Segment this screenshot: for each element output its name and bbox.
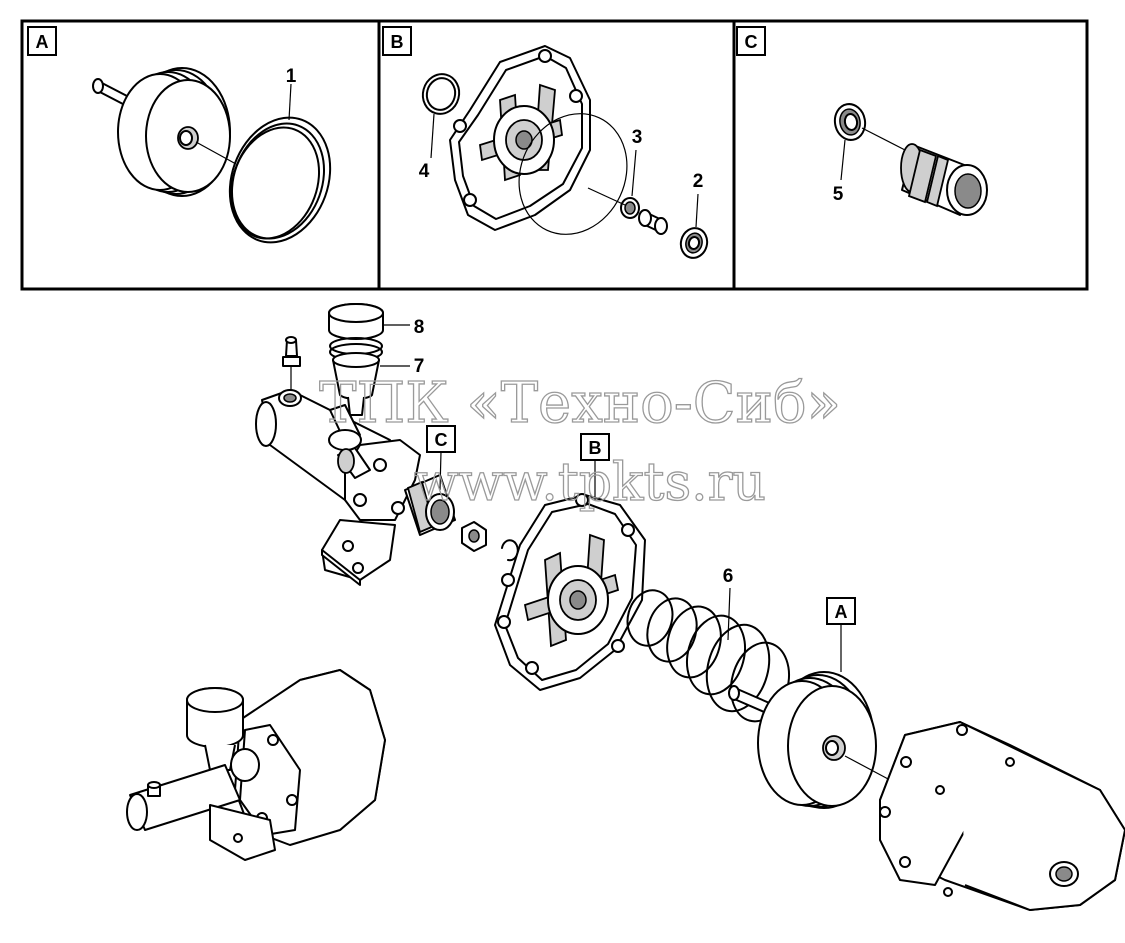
svg-text:C: C <box>435 430 448 450</box>
seal-2 <box>679 227 709 259</box>
part-number-6: 6 <box>723 566 734 587</box>
part-number-2: 2 <box>693 171 704 192</box>
svg-text:B: B <box>589 438 602 458</box>
piston-assembly-a <box>92 67 231 197</box>
watermark-url: www.tpkts.ru <box>414 453 766 513</box>
watermark-company: ТПК «Техно-Сиб» <box>319 371 841 436</box>
callout-a: A <box>826 597 856 625</box>
seal-3-and-bushing <box>620 197 668 235</box>
part-number-3: 3 <box>632 127 643 148</box>
hex-nut <box>461 521 487 552</box>
sleeve <box>900 143 988 216</box>
part-number-4: 4 <box>419 161 430 182</box>
reservoir-cap-8 <box>328 303 384 340</box>
breather-valve <box>282 336 301 392</box>
panel-label-c: C <box>736 26 766 56</box>
part-number-1: 1 <box>286 66 297 87</box>
svg-text:A: A <box>835 602 848 622</box>
part-number-8: 8 <box>414 317 425 338</box>
o-ring-4 <box>421 73 461 115</box>
diaphragm <box>518 113 628 235</box>
housing-cover-b <box>449 45 591 231</box>
filter-7 <box>329 337 383 416</box>
callout-b: B <box>580 433 610 461</box>
sleeve-c-installed <box>404 474 456 536</box>
seal-5 <box>833 103 867 141</box>
piston-a-installed <box>728 671 877 809</box>
assembled-unit <box>126 669 386 861</box>
svg-text:A: A <box>36 32 49 52</box>
callout-c: C <box>426 425 456 453</box>
panel-label-a: A <box>27 26 57 56</box>
panel-label-b: B <box>382 26 412 56</box>
svg-text:B: B <box>391 32 404 52</box>
detail-panels <box>20 19 1089 291</box>
snap-ring <box>501 539 519 562</box>
part-number-7: 7 <box>414 356 425 377</box>
part-number-5: 5 <box>833 184 844 205</box>
master-cylinder-body <box>255 389 421 586</box>
cylinder-housing <box>879 721 1125 911</box>
seal-ring-1 <box>228 116 332 244</box>
housing-b-installed <box>494 493 646 691</box>
svg-text:C: C <box>745 32 758 52</box>
